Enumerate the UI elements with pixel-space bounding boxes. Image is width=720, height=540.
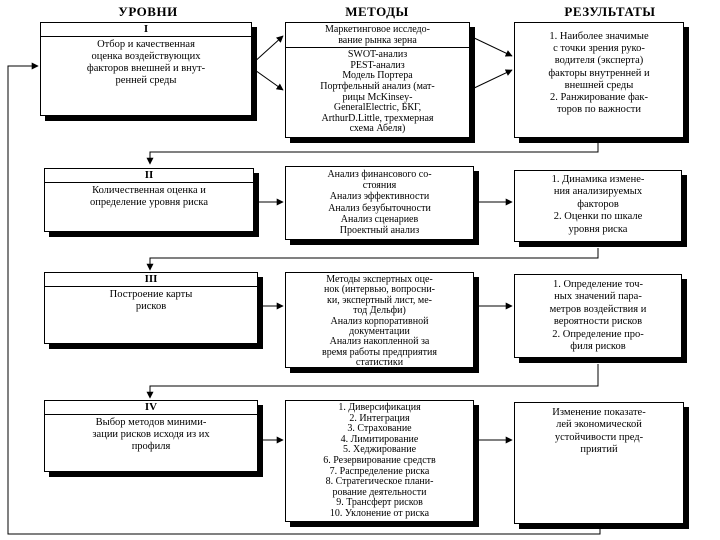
results-2-line: 2. Оценки по шкале xyxy=(553,211,643,223)
level-4-box: IV Выбор методов миними- зации рисков ис… xyxy=(44,400,258,472)
results-4-line: Изменение показате- xyxy=(552,407,646,418)
methods-2-line: стояния xyxy=(362,180,397,192)
methods-2-line: Проектный анализ xyxy=(339,225,420,237)
level-3-roman: III xyxy=(45,273,257,287)
level-4-line: Выбор методов миними- xyxy=(95,417,207,428)
results-3-box: 1. Определение точ- ных значений пара- м… xyxy=(514,274,682,358)
flow-row3-to-row4 xyxy=(146,364,599,399)
methods-4-line: рование деятельности xyxy=(332,486,427,498)
methods-1-line: Портфельный анализ (мат- xyxy=(320,80,435,92)
header-levels: УРОВНИ xyxy=(118,4,178,19)
methods-2-line: Анализ безубыточности xyxy=(328,202,431,214)
results-3-line: 1. Определение точ- xyxy=(552,279,644,290)
methods-2-box: Анализ финансового со- стояния Анализ эф… xyxy=(285,166,474,240)
header-methods: МЕТОДЫ xyxy=(345,4,409,19)
results-1-line: водителя (эксперта) xyxy=(554,55,644,67)
methods-3-line: ки, экспертный лист, ме- xyxy=(327,294,432,306)
results-2-line: уровня риска xyxy=(568,223,628,235)
results-1-line: торов по важности xyxy=(556,104,641,116)
results-1-box: 1. Наиболее значимые с точки зрения руко… xyxy=(514,22,684,138)
arrow-level1-to-methods-lower xyxy=(251,67,284,91)
methods-1-box: Маркетинговое исследо- вание рынка зерна… xyxy=(285,22,470,138)
methods-3-line: нок (интервью, вопросни- xyxy=(323,284,436,296)
methods-4-line: 7. Распределение риска xyxy=(329,465,430,477)
methods-3-line: Анализ накопленной за xyxy=(329,336,430,348)
results-2-line: 1. Динамика измене- xyxy=(551,174,645,185)
methods-4-box: 1. Диверсификация 2. Интеграция 3. Страх… xyxy=(285,400,474,522)
level-2-line: Количественная оценка и xyxy=(92,185,206,196)
methods-1-line: Модель Портера xyxy=(342,70,413,82)
level-3-box: III Построение карты рисков xyxy=(44,272,258,344)
results-4-line: лей экономической xyxy=(556,419,642,431)
results-1-line: внешней среды xyxy=(564,79,634,91)
methods-3-line: Анализ корпоративной xyxy=(330,315,429,327)
level-2-box: II Количественная оценка и определение у… xyxy=(44,168,254,232)
methods-1-line: схема Абеля) xyxy=(349,123,406,135)
level-1-box: I Отбор и качественная оценка воздейству… xyxy=(40,22,252,116)
arrow-methods1-to-results-upper xyxy=(469,35,513,57)
methods-4-line: 2. Интеграция xyxy=(349,412,410,424)
level-4-roman: IV xyxy=(45,401,257,415)
methods-2-line: Анализ сценариев xyxy=(340,213,419,225)
methods-3-box: Методы экспертных оце- нок (интервью, во… xyxy=(285,272,474,368)
methods-1-line: SWOT-анализ xyxy=(347,49,408,61)
methods-3-line: статистики xyxy=(355,357,404,369)
methods-3-line: тод Дельфи) xyxy=(353,305,406,317)
level-3-line: рисков xyxy=(135,301,167,312)
methods-4-line: 4. Лимитирование xyxy=(340,433,419,445)
methods-1-line: ArthurD.Little, трехмерная xyxy=(321,112,434,124)
level-1-line: ренней среды xyxy=(115,75,177,86)
level-1-line: оценка воздействующих xyxy=(91,51,201,62)
methods-3-line: время работы предприятия xyxy=(322,346,437,358)
level-1-line: факторов внешней и внут- xyxy=(86,63,206,74)
flow-row2-to-row3 xyxy=(146,248,599,271)
methods-4-line: 3. Страхование xyxy=(347,423,412,435)
arrow-level1-to-methods-upper xyxy=(251,35,284,65)
level-2-line: определение уровня риска xyxy=(90,197,208,208)
methods-4-line: 1. Диверсификация xyxy=(338,402,421,413)
results-3-line: ных значений пара- xyxy=(554,291,642,303)
methods-1-line: GeneralElectric, БКГ, xyxy=(333,102,422,114)
results-3-line: 2. Определение про- xyxy=(552,328,644,340)
methods-3-line: документации xyxy=(349,326,410,338)
methods-2-line: Анализ финансового со- xyxy=(327,169,432,180)
results-2-line: ния анализируемых xyxy=(553,186,643,198)
methods-4-line: 5. Хеджирование xyxy=(342,444,417,456)
results-1-line: 1. Наиболее значимые xyxy=(549,31,649,42)
methods-1-line: рицы McKinsey- xyxy=(342,91,413,103)
methods-1-heading: Маркетинговое исследо- вание рынка зерна xyxy=(286,24,469,49)
methods-4-line: 10. Уклонение от риска xyxy=(329,507,430,519)
methods-1-line: PEST-анализ xyxy=(350,59,405,71)
results-1-line: факторы внутренней и xyxy=(548,67,650,79)
level-2-roman: II xyxy=(45,169,253,183)
methods-4-line: 9. Трансферт рисков xyxy=(336,497,423,509)
feedback-loop xyxy=(7,62,601,535)
level-3-line: Построение карты xyxy=(109,289,193,300)
results-3-line: филя рисков xyxy=(570,341,626,353)
results-2-line: факторов xyxy=(577,198,619,210)
level-1-roman: I xyxy=(41,23,251,37)
results-3-line: вероятности рисков xyxy=(553,316,643,328)
header-results: РЕЗУЛЬТАТЫ xyxy=(564,4,656,19)
level-1-line: Отбор и качественная xyxy=(97,39,195,50)
level-4-line: зации рисков исходя из их xyxy=(92,429,210,440)
results-2-box: 1. Динамика измене- ния анализируемых фа… xyxy=(514,170,682,242)
results-1-line: 2. Ранжирование фак- xyxy=(549,92,649,104)
methods-4-line: 6. Резервирование средств xyxy=(323,454,436,466)
level-4-line: профиля xyxy=(131,441,171,452)
results-4-line: приятий xyxy=(580,444,618,456)
methods-3-line: Методы экспертных оце- xyxy=(326,274,433,285)
arrow-methods1-to-results-lower xyxy=(469,69,513,91)
flow-row1-to-row2 xyxy=(146,140,599,165)
results-1-line: с точки зрения руко- xyxy=(553,43,645,55)
methods-2-line: Анализ эффективности xyxy=(329,191,430,203)
results-3-line: метров воздействия и xyxy=(549,303,647,315)
results-4-box: Изменение показате- лей экономической ус… xyxy=(514,402,684,524)
methods-4-line: 8. Стратегическое плани- xyxy=(325,476,434,488)
results-4-line: устойчивости пред- xyxy=(554,431,644,443)
